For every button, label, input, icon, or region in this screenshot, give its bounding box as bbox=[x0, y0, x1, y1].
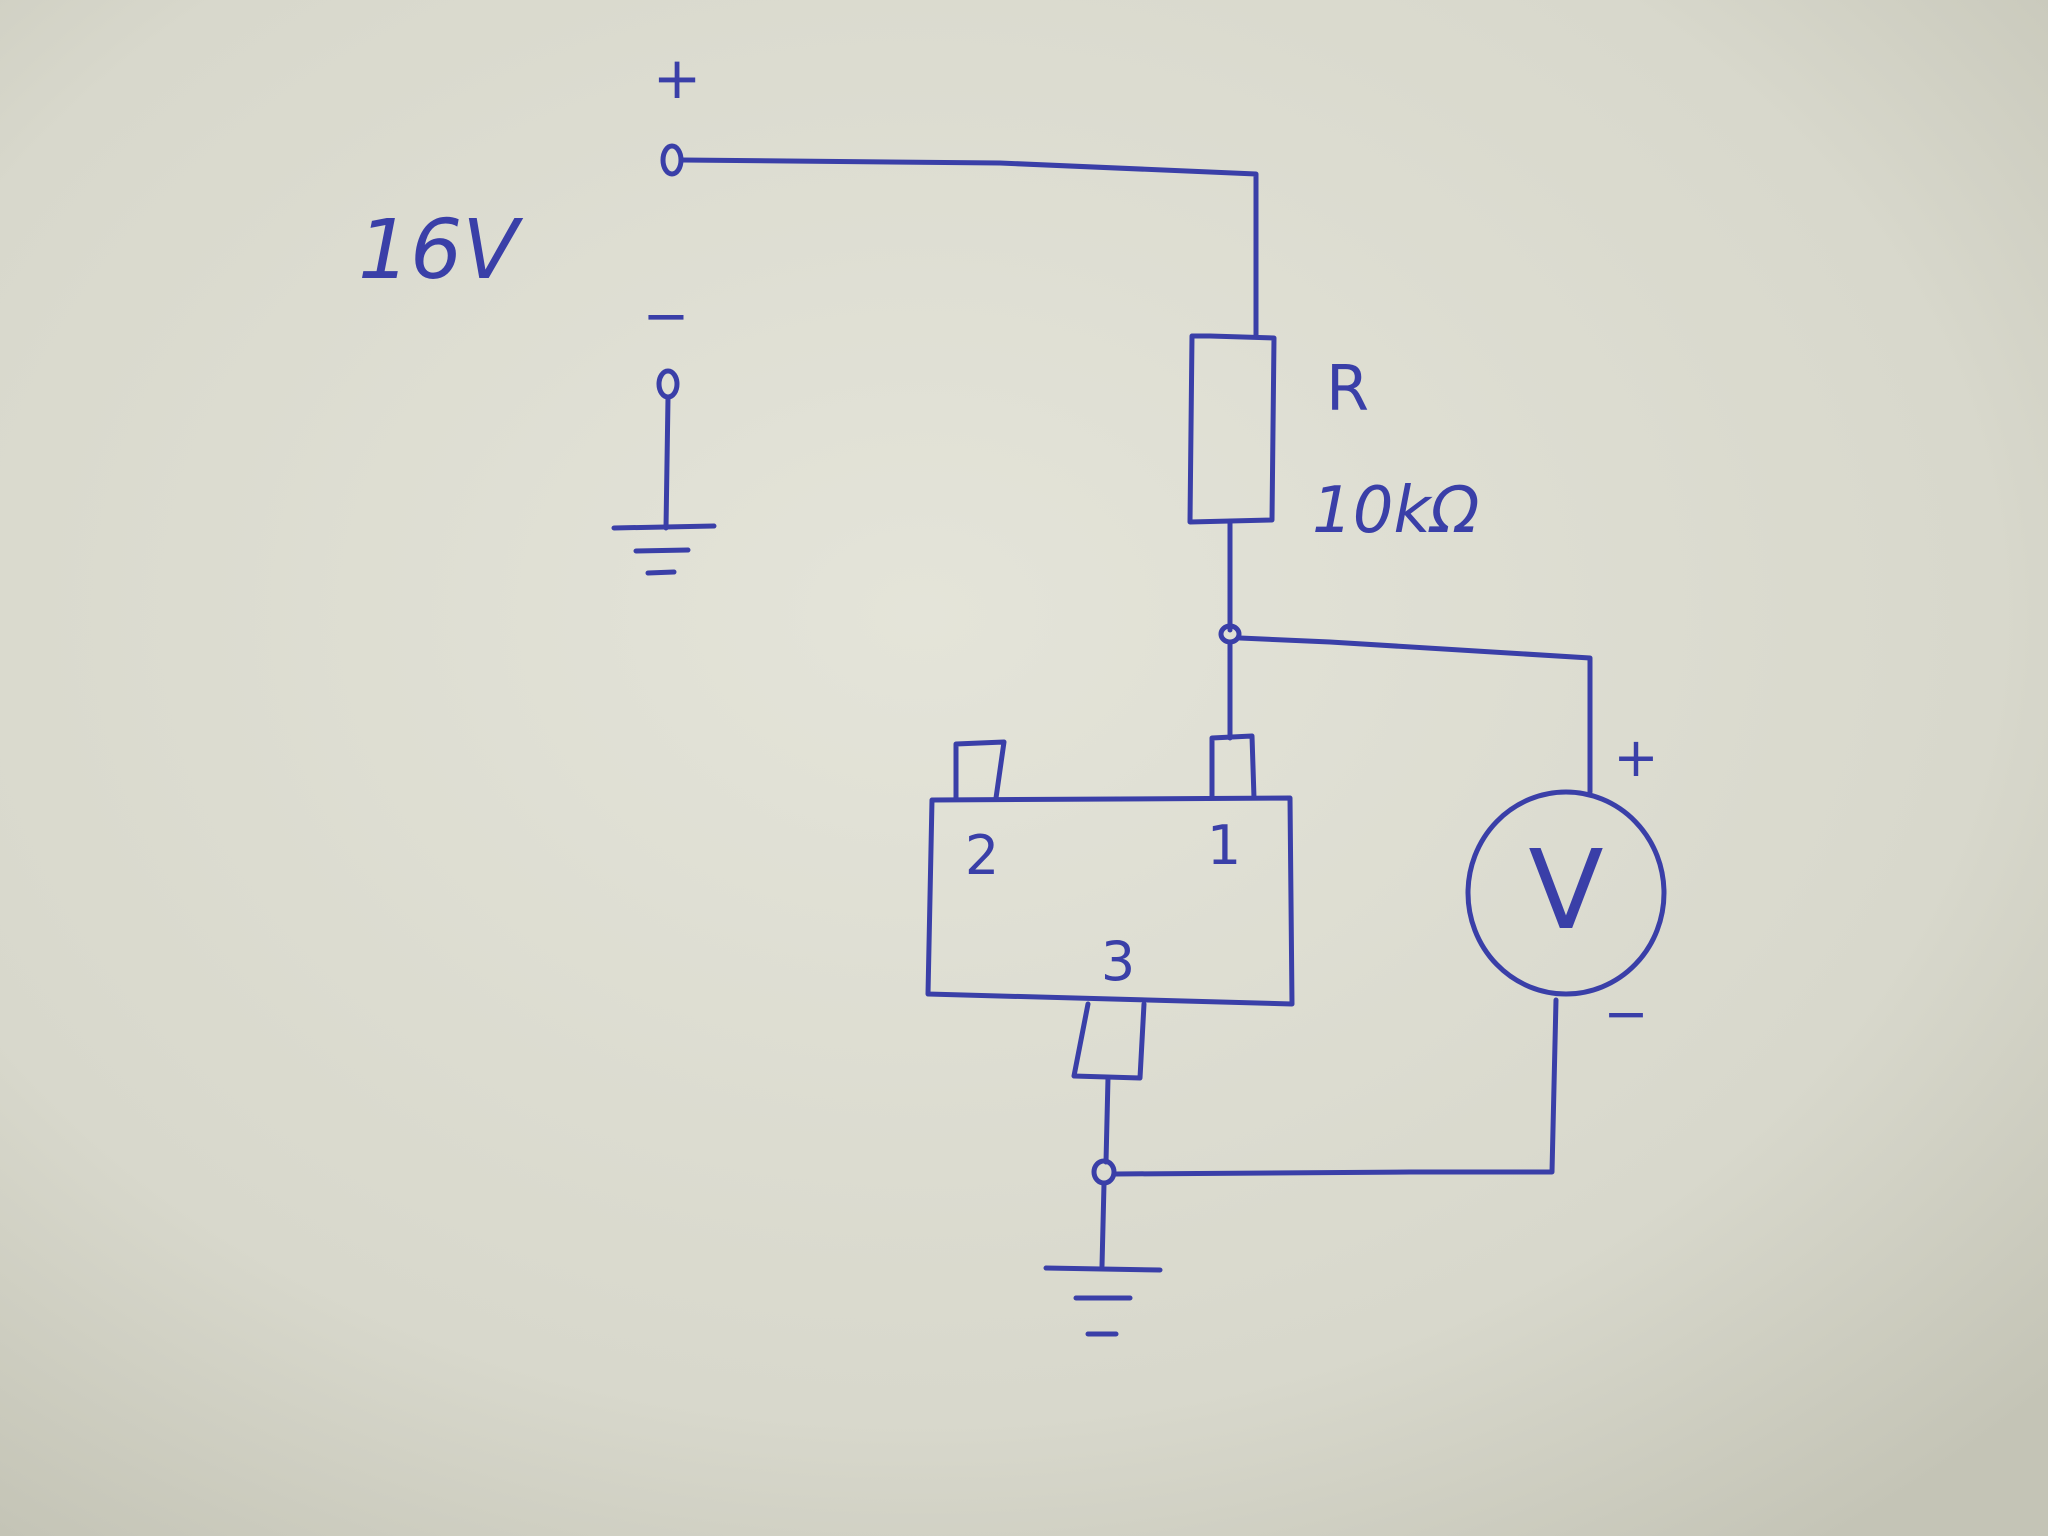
voltmeter-minus-sign: − bbox=[1603, 982, 1648, 1045]
voltmeter-positive-wire bbox=[1237, 635, 1593, 795]
voltmeter-circle bbox=[1465, 789, 1667, 997]
voltmeter-plus-sign: + bbox=[1613, 726, 1658, 789]
resistor-name: R bbox=[1326, 352, 1369, 425]
component-ground-symbol bbox=[1043, 1265, 1163, 1337]
voltmeter-negative-wire bbox=[1113, 997, 1559, 1177]
source-ground-wire bbox=[663, 395, 671, 531]
source-voltage-label: 16V bbox=[358, 203, 523, 298]
pin2-label: 2 bbox=[965, 824, 999, 887]
pin2-tab bbox=[953, 739, 1007, 801]
source-plus-sign: + bbox=[653, 44, 702, 112]
voltmeter-symbol: V bbox=[1528, 826, 1603, 954]
component-ground-wire bbox=[1099, 1181, 1107, 1269]
resistor: R 10kΩ bbox=[1187, 333, 1480, 633]
source-ground-symbol bbox=[611, 523, 717, 576]
supply-wire bbox=[679, 157, 1259, 339]
source-minus-sign: − bbox=[643, 284, 690, 349]
pin1-tab bbox=[1209, 733, 1257, 801]
pin3-label: 3 bbox=[1101, 930, 1135, 993]
pin1-label: 1 bbox=[1207, 814, 1241, 877]
voltmeter: V + − bbox=[1465, 726, 1667, 1045]
component-body bbox=[925, 795, 1295, 1007]
voltage-source: + 16V − bbox=[358, 44, 717, 576]
three-pin-component: 2 1 3 bbox=[925, 733, 1295, 1081]
resistor-value: 10kΩ bbox=[1312, 474, 1480, 548]
pin3-wire bbox=[1103, 1075, 1111, 1165]
